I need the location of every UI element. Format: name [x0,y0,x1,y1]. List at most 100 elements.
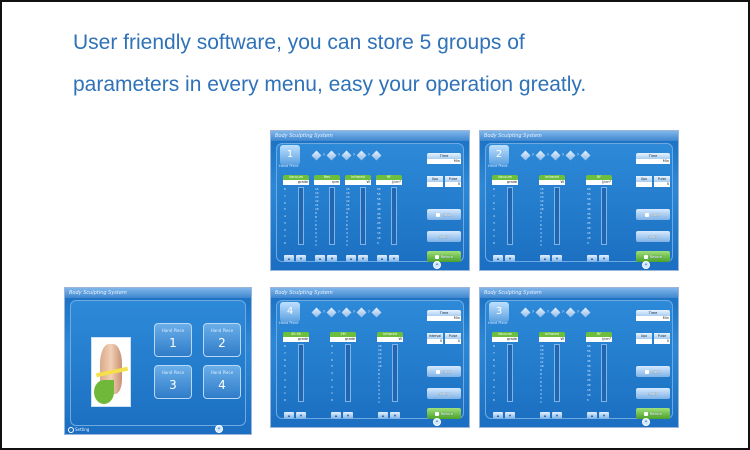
increase-button[interactable]: ▲ [284,412,294,419]
home-icon[interactable]: • [433,418,441,426]
decrease-button[interactable]: ▼ [552,255,562,262]
save-button[interactable]: Save [427,366,461,377]
step-diamond-icon[interactable] [580,307,591,318]
increase-button[interactable]: ▲ [346,255,356,262]
ready-button[interactable]: Ready [427,388,461,399]
handpiece-4-button[interactable]: Hand Piece 4 [203,365,241,399]
level-slider[interactable] [345,344,351,402]
decrease-button[interactable]: ▼ [505,412,515,419]
pulse-setting-cell[interactable]: Xpo [427,176,443,187]
step-diamond-icon[interactable] [535,307,546,318]
return-button[interactable]: Return [636,251,670,262]
step-diamond-icon[interactable] [341,150,352,161]
decrease-button[interactable]: ▼ [343,412,353,419]
level-slider[interactable] [391,187,397,245]
handpiece-1-button[interactable]: Hand Piece 1 [154,323,192,357]
pulse-setting-cell[interactable]: Xpo [636,176,652,187]
step-diamond-icon[interactable] [520,150,531,161]
handpiece-2-button[interactable]: Hand Piece 2 [203,323,241,357]
step-diamond-icon[interactable] [535,150,546,161]
step-diamond-icon[interactable] [311,307,322,318]
decrease-button[interactable]: ▼ [358,255,368,262]
home-icon[interactable]: • [433,261,441,269]
level-slider[interactable] [601,187,607,245]
level-slider[interactable] [298,187,304,245]
decrease-button[interactable]: ▼ [599,255,609,262]
decrease-button[interactable]: ▼ [552,412,562,419]
step-diamond-icon[interactable] [565,150,576,161]
step-diamond-icon[interactable] [565,307,576,318]
return-button[interactable]: Return [427,251,461,262]
step-diamond-icon[interactable] [550,150,561,161]
return-button[interactable]: Return [427,408,461,419]
increase-button[interactable]: ▲ [493,255,503,262]
decrease-button[interactable]: ▼ [505,255,515,262]
step-diamond-icon[interactable] [371,307,382,318]
step-diamond-icon[interactable] [356,150,367,161]
increase-button[interactable]: ▲ [315,255,325,262]
pulse-setting-cell[interactable]: Xpo [636,333,652,344]
decrease-button[interactable]: ▼ [389,255,399,262]
level-slider[interactable] [601,344,607,402]
scale-tick-label: 14 [540,348,544,352]
increase-button[interactable]: ▲ [587,255,597,262]
increase-button[interactable]: ▲ [540,412,550,419]
handpiece-3-button[interactable]: Hand Piece 3 [154,365,192,399]
increase-button[interactable]: ▲ [493,412,503,419]
step-diamond-icon[interactable] [311,150,322,161]
level-slider[interactable] [507,344,513,402]
ready-button[interactable]: Ready [636,388,670,399]
increase-button[interactable]: ▲ [378,412,388,419]
scale-tick-label: 8 [331,344,333,348]
save-button[interactable]: Save [636,366,670,377]
step-diamond-icon[interactable] [341,307,352,318]
level-slider[interactable] [554,187,560,245]
scale-tick-label: 5 [540,227,542,231]
decrease-button[interactable]: ▼ [599,412,609,419]
level-slider[interactable] [360,187,366,245]
return-button[interactable]: Return [636,408,670,419]
decrease-button[interactable]: ▼ [327,255,337,262]
level-slider[interactable] [507,187,513,245]
step-diamond-icon[interactable] [580,150,591,161]
home-icon[interactable]: • [215,425,223,433]
level-slider[interactable] [298,344,304,402]
step-diamond-icon[interactable] [550,307,561,318]
home-icon[interactable]: • [642,261,650,269]
decrease-button[interactable]: ▼ [296,412,306,419]
level-slider[interactable] [554,344,560,402]
ready-button[interactable]: Ready [427,231,461,242]
home-icon[interactable]: • [642,418,650,426]
scale-tick-label: 8 [315,215,317,219]
decrease-button[interactable]: ▼ [296,255,306,262]
step-diamond-icon[interactable] [371,150,382,161]
increase-button[interactable]: ▲ [540,255,550,262]
increase-button[interactable]: ▲ [587,412,597,419]
ready-button[interactable]: Ready [636,231,670,242]
level-slider[interactable] [329,187,335,245]
increase-button[interactable]: ▲ [284,255,294,262]
save-button[interactable]: Save [427,209,461,220]
step-diamond-icon[interactable] [326,150,337,161]
increase-button[interactable]: ▲ [331,412,341,419]
decrease-button[interactable]: ▼ [390,412,400,419]
save-icon [645,370,650,374]
setting-link[interactable]: Setting [68,427,89,433]
return-icon [434,255,439,259]
step-diamond-icon[interactable] [356,307,367,318]
step-diamond-icon[interactable] [326,307,337,318]
save-button[interactable]: Save [636,209,670,220]
level-slider[interactable] [392,344,398,402]
increase-button[interactable]: ▲ [377,255,387,262]
step-diamond-icon[interactable] [520,307,531,318]
